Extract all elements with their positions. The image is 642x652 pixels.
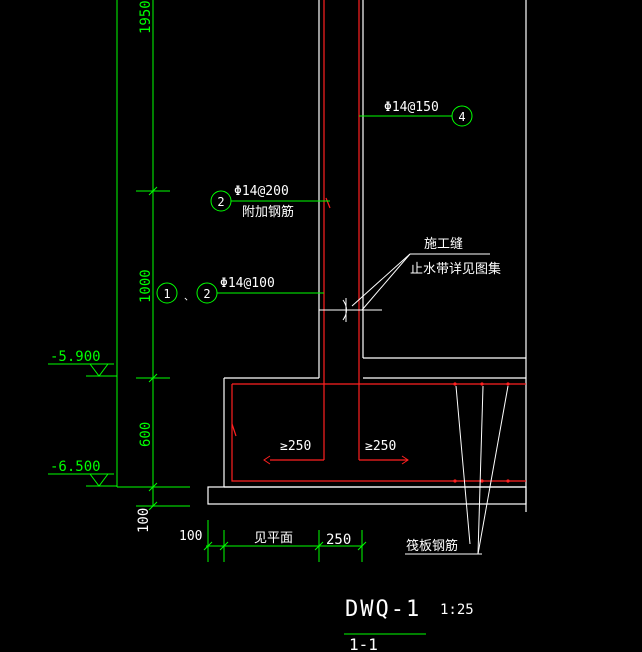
dim-250-label: 250 xyxy=(326,532,351,548)
rebar-dot xyxy=(480,479,484,483)
anchor-left-label: ≥250 xyxy=(280,439,311,454)
rebar-dot xyxy=(506,382,510,386)
hdim-slash-1 xyxy=(203,541,213,551)
raft-leader-1 xyxy=(455,385,471,545)
callout-rebar-4: Φ14@150 4 xyxy=(359,100,473,127)
callout-rebar-2-additional: 2 Φ14@200 附加钢筋 xyxy=(210,184,330,220)
rebar-2-spec-a: Φ14@200 xyxy=(234,184,289,199)
tag-circle-4 xyxy=(451,105,473,127)
horizontal-dimension-chain xyxy=(203,520,367,562)
hdim-slash-2 xyxy=(219,541,229,551)
tag-4-label: 4 xyxy=(458,110,465,124)
raft-rebar-top xyxy=(231,384,526,482)
dim-slash-2 xyxy=(148,373,158,383)
anchor-right: ≥250 xyxy=(365,439,409,465)
elev-upper-label: -5.900 xyxy=(50,349,101,365)
drawing-scale: 1:25 xyxy=(440,602,474,618)
additional-bar-tick xyxy=(325,197,331,209)
foundation-tick xyxy=(231,423,237,437)
construction-joint-callout: 施工缝 止水带详见图集 xyxy=(319,237,501,322)
anchor-left-arrow xyxy=(263,455,271,465)
elevation-upper: -5.900 xyxy=(48,349,117,377)
dim-100-horizontal-label: 100 xyxy=(179,529,202,544)
raft-rebar-dots xyxy=(453,382,510,483)
raft-leader-2 xyxy=(477,385,484,555)
hdim-slash-4 xyxy=(357,541,367,551)
tag-circle-1 xyxy=(156,282,178,304)
dim-1950-label: 1950 xyxy=(138,0,154,34)
elev-lower-label: -6.500 xyxy=(50,459,101,475)
section-mark: 1-1 xyxy=(349,635,378,652)
anchor-right-arrow xyxy=(401,455,409,465)
waterstop-symbol xyxy=(342,298,347,322)
rebar-dot xyxy=(480,382,484,386)
rebar-group xyxy=(231,0,526,482)
rebar-dot xyxy=(453,382,457,386)
rebar-2-note: 附加钢筋 xyxy=(242,204,294,220)
dim-1000-label: 1000 xyxy=(138,269,154,303)
rebar-dot xyxy=(453,479,457,483)
dim-slash-1 xyxy=(148,186,158,196)
elevation-lower: -6.500 xyxy=(48,459,117,487)
elev-upper-triangle xyxy=(89,363,109,377)
tag-2a-label: 2 xyxy=(217,195,224,209)
dim-slash-4 xyxy=(148,501,158,511)
anchor-left: ≥250 xyxy=(263,439,311,465)
rebar-dot xyxy=(506,479,510,483)
vertical-dimension-chain xyxy=(116,0,190,511)
tag-2b-label: 2 xyxy=(203,287,210,301)
raft-leader-3 xyxy=(477,385,509,555)
dim-100-vertical-label: 100 xyxy=(136,508,152,533)
drawing-title-block: DWQ-1 1:25 1-1 xyxy=(344,597,474,652)
joint-note-line-2: 止水带详见图集 xyxy=(410,261,501,277)
dim-slash-3 xyxy=(148,482,158,492)
joint-leader-1 xyxy=(351,253,411,307)
tag-separator: 、 xyxy=(184,292,194,303)
tag-1-label: 1 xyxy=(163,287,170,301)
anchor-right-label: ≥250 xyxy=(365,439,396,454)
drawing-title: DWQ-1 xyxy=(345,597,421,622)
blinding-layer xyxy=(207,486,527,505)
dim-600-label: 600 xyxy=(138,422,154,447)
raft-rebar-label: 筏板钢筋 xyxy=(406,538,458,554)
concrete-outline xyxy=(207,0,527,512)
dim-see-plan-label: 见平面 xyxy=(254,531,293,546)
callout-rebar-1-2: 1 、 2 Φ14@100 xyxy=(156,276,324,304)
rebar-4-spec: Φ14@150 xyxy=(384,100,439,115)
hdim-slash-3 xyxy=(314,541,324,551)
joint-leader-2 xyxy=(361,253,411,311)
raft-rebar-callout: 筏板钢筋 xyxy=(405,385,509,555)
elev-lower-triangle xyxy=(89,473,109,487)
joint-note-line-1: 施工缝 xyxy=(424,237,463,252)
rebar-2-spec-b: Φ14@100 xyxy=(220,276,275,291)
